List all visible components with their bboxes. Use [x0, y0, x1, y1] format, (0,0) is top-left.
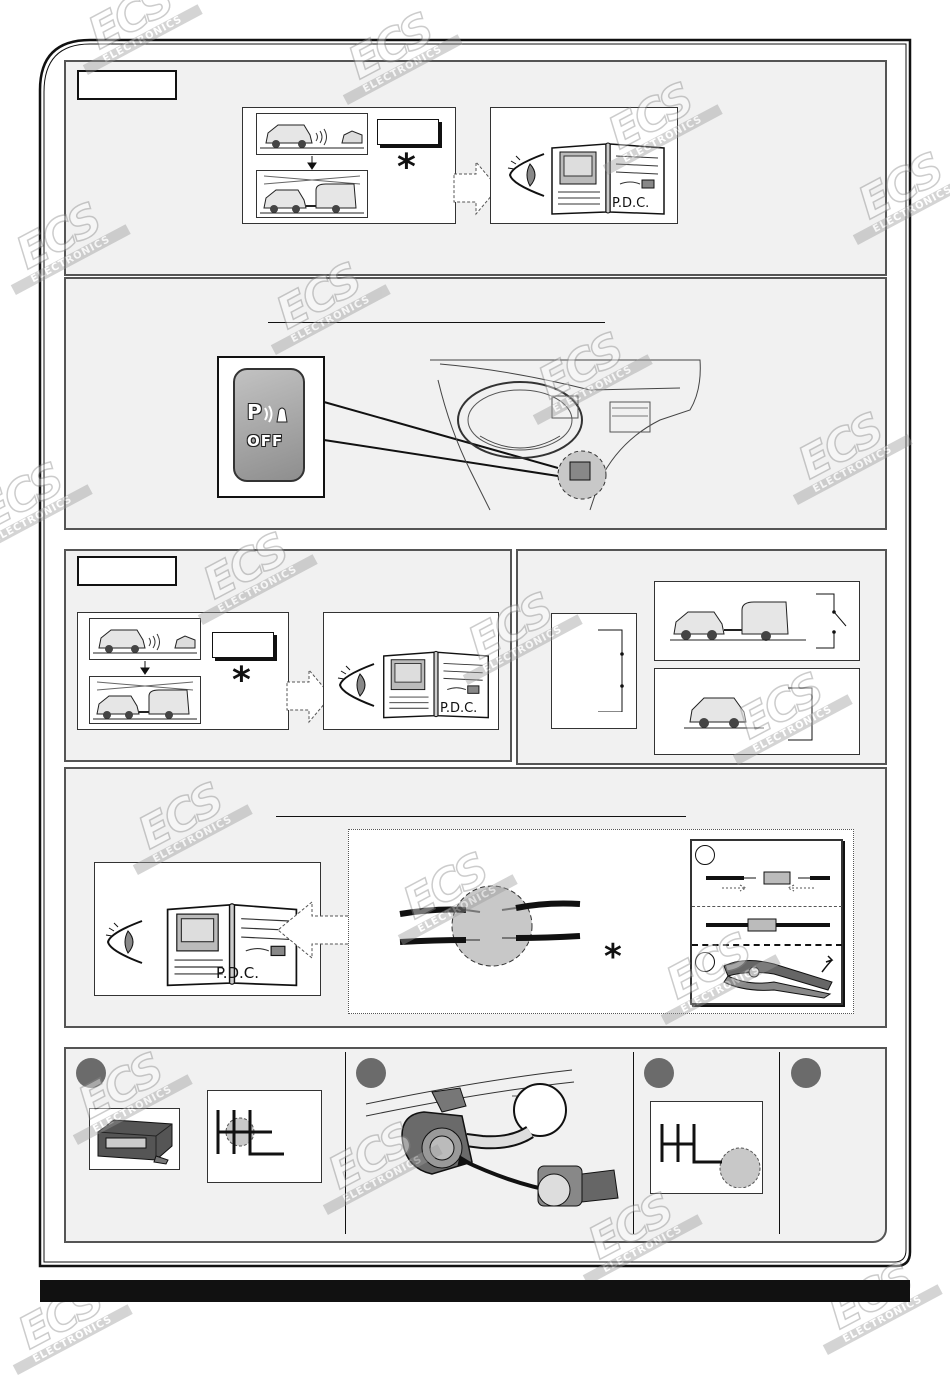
dashed-arrow-right-icon [286, 668, 332, 724]
car-trailer-icon [256, 170, 368, 218]
manual-caption-3: P.D.C. [216, 964, 260, 982]
asterisk-3: * [604, 937, 622, 977]
car-sensor-icon [89, 618, 201, 660]
car-trailer-icon [89, 676, 201, 724]
no-trailer-box [654, 668, 860, 755]
title-underline-2 [268, 322, 605, 323]
step-divider-2 [692, 944, 842, 946]
park-assist-off-button-icon[interactable]: P OFF [233, 368, 305, 482]
wiring-symbol-icon [660, 1124, 761, 1188]
car-sensor-icon [256, 113, 368, 155]
eye-icon [105, 920, 143, 964]
step-divider-1 [692, 906, 842, 907]
arrow-down-icon [140, 661, 150, 675]
step-divider-v2 [633, 1052, 634, 1234]
step-divider-v1 [345, 1052, 346, 1234]
label-box-1b [377, 119, 439, 145]
wiring-symbol-box-1 [207, 1090, 322, 1183]
dashed-arrow-right-icon [453, 160, 499, 216]
button-p-symbol: P [247, 400, 262, 424]
car-trailer-icon [670, 601, 806, 641]
step-a-circle [695, 845, 715, 865]
button-off-label: OFF [247, 432, 284, 450]
title-underline-4 [276, 816, 686, 817]
crimped-connector-icon [706, 918, 830, 932]
manual-book-icon [383, 650, 489, 719]
footer-bar [40, 1280, 910, 1302]
wire-splice-icon [399, 885, 581, 967]
eye-icon [337, 663, 375, 707]
manual-caption-2: P.D.C. [440, 701, 478, 716]
socket-icon [365, 1069, 619, 1207]
label-box-1 [77, 70, 177, 100]
manual-book-icon [551, 142, 665, 215]
arrow-down-icon [307, 156, 317, 170]
asterisk-2: * [232, 660, 251, 701]
step-number-2 [356, 1058, 386, 1088]
step-number-4 [791, 1058, 821, 1088]
relay-box [551, 613, 637, 729]
step-b-circle [695, 952, 715, 972]
manual-book-icon [166, 903, 298, 987]
step-divider-v3 [779, 1052, 780, 1234]
dashed-arrow-left-icon [277, 900, 348, 960]
crimp-tool-icon [723, 955, 834, 999]
step-number-1 [76, 1058, 106, 1088]
switch-closed-icon [788, 687, 813, 741]
switch-open-icon [816, 593, 847, 649]
manual-caption-1: P.D.C. [612, 196, 650, 211]
label-box-3 [77, 556, 177, 586]
step-number-3 [644, 1058, 674, 1088]
dashboard-icon [323, 359, 701, 511]
wiring-symbol-icon [216, 1110, 284, 1156]
control-unit-icon [97, 1119, 173, 1165]
asterisk-1: * [397, 147, 416, 188]
butt-connector-icon [706, 871, 830, 892]
sound-wave-icon [264, 405, 288, 423]
outer-frame [38, 38, 912, 1268]
panel-button-location [64, 277, 887, 530]
label-box-3b [212, 632, 274, 658]
eye-icon [507, 153, 545, 197]
relay-contact-icon [598, 629, 624, 712]
car-icon [684, 697, 764, 729]
